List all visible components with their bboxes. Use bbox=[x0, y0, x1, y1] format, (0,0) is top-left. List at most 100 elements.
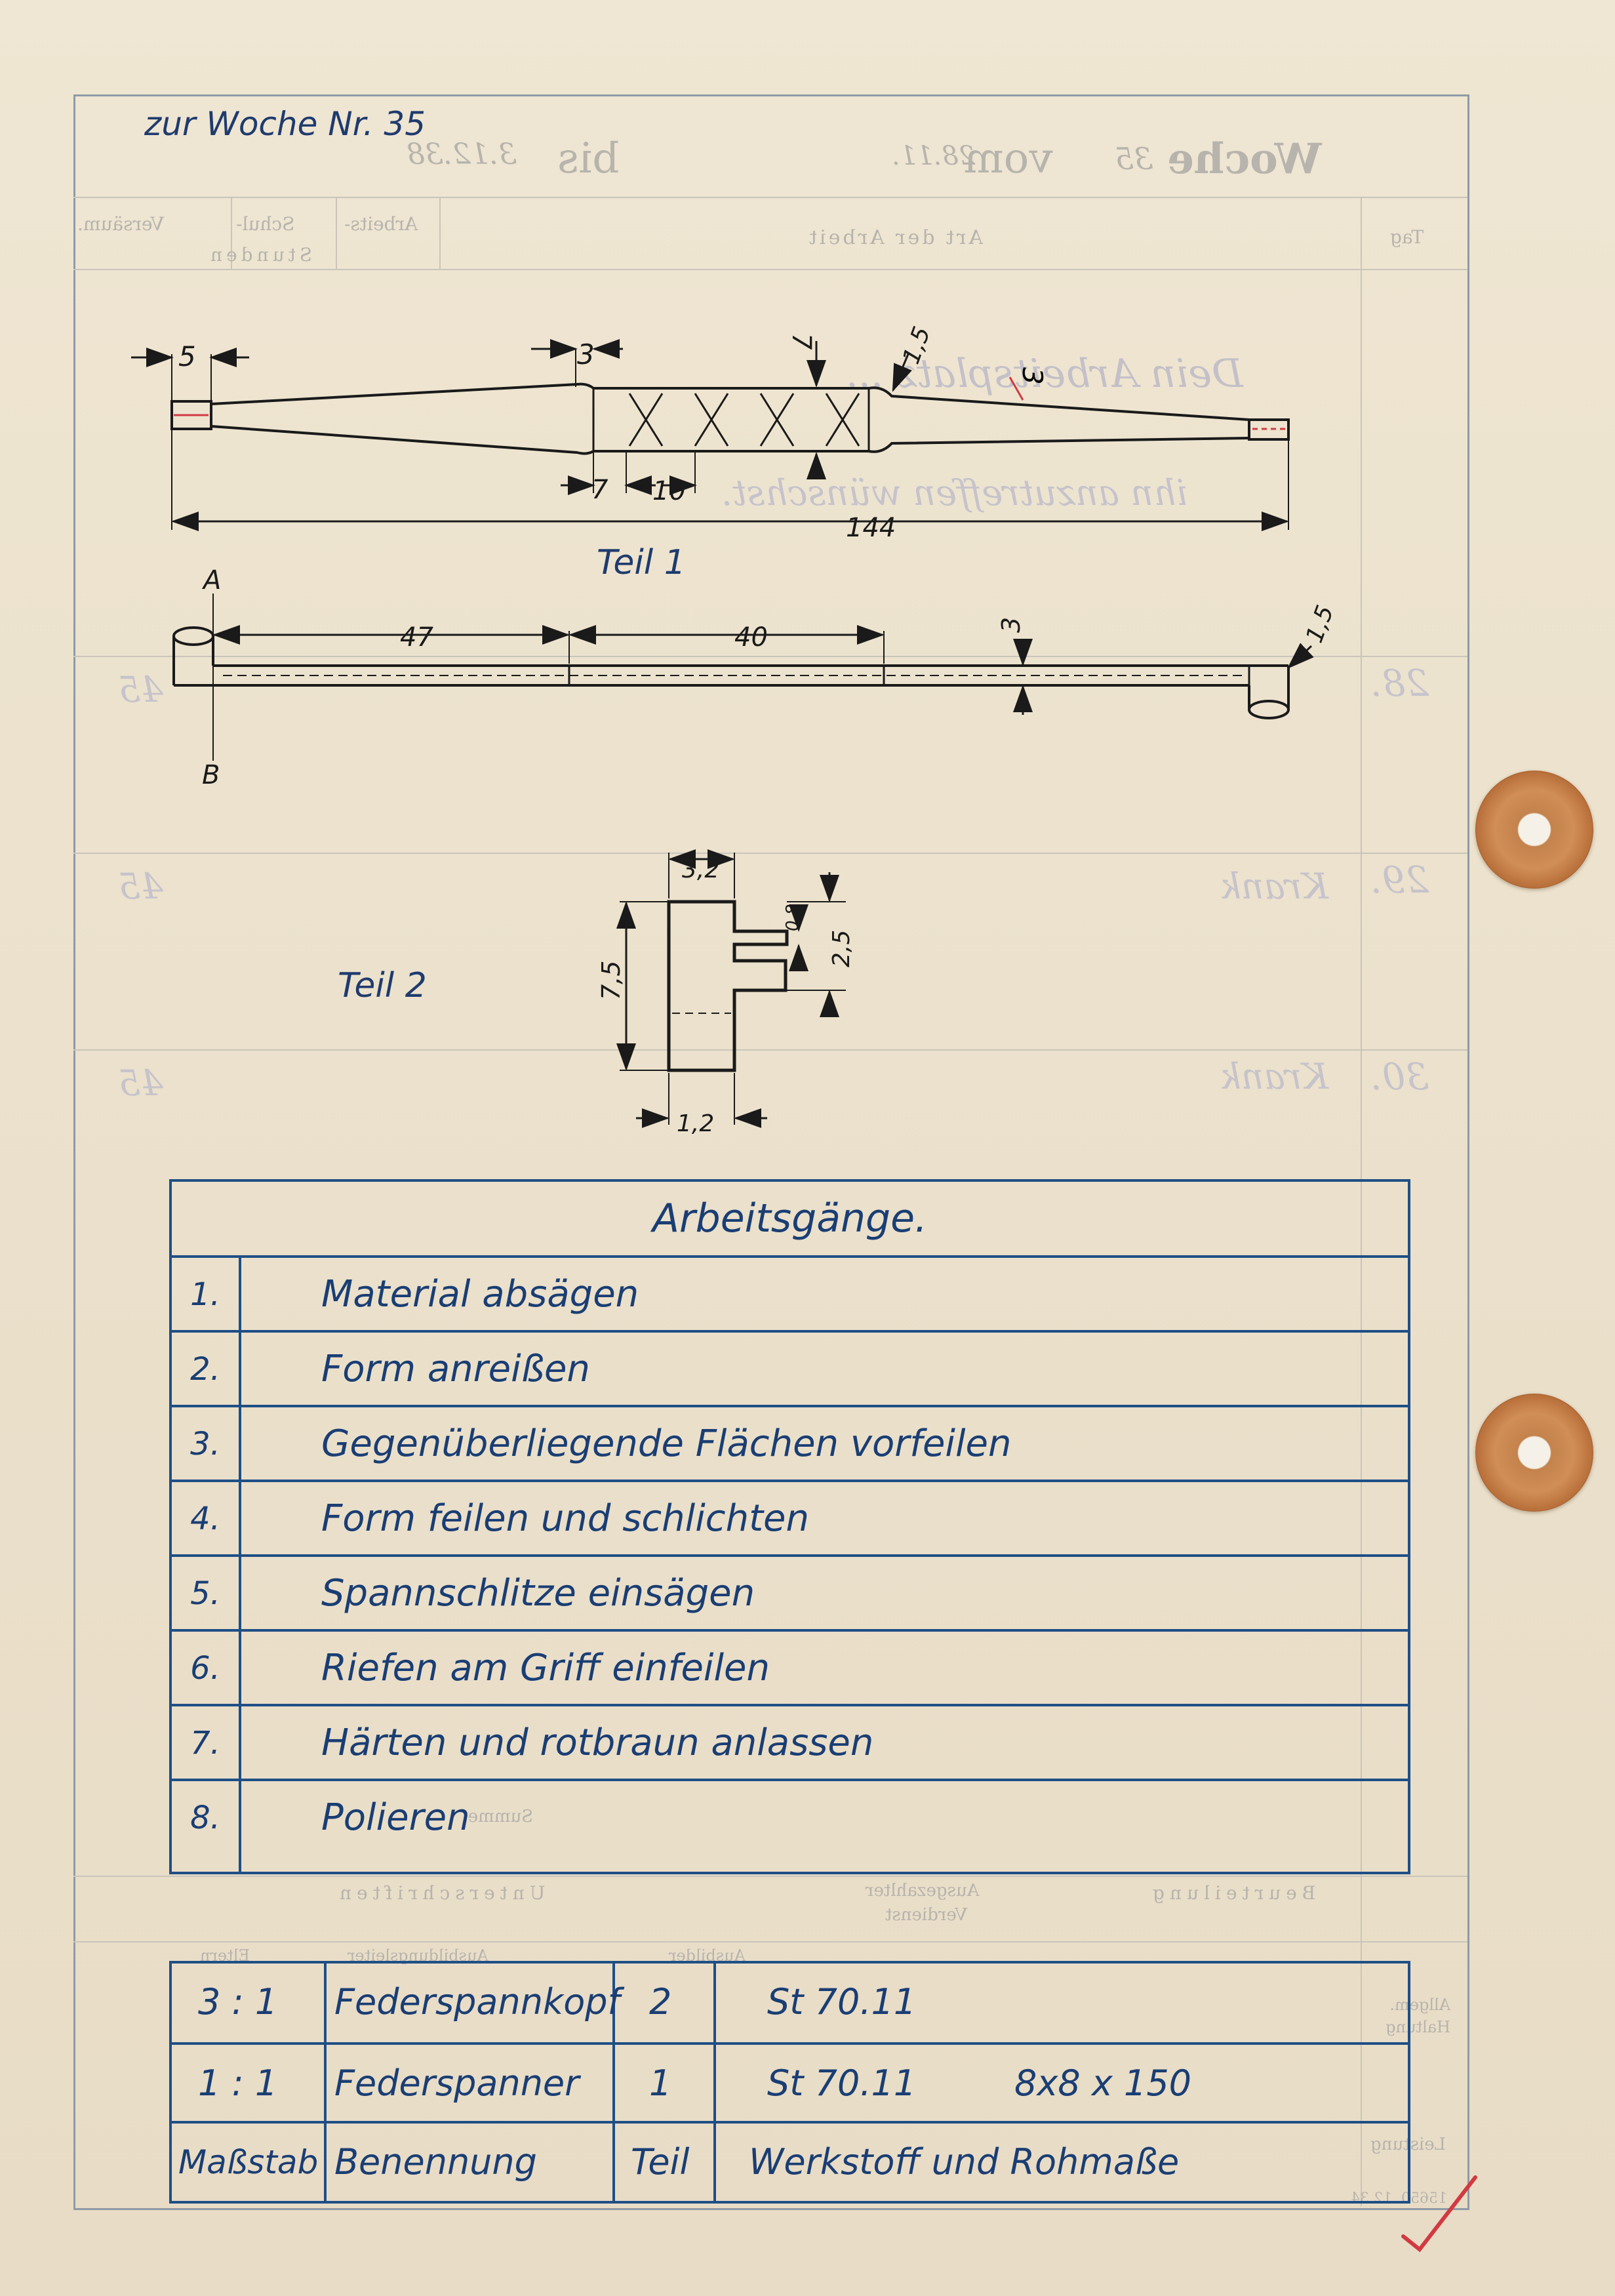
part-material: St 70.11 bbox=[767, 1981, 917, 2023]
header-name: Benennung bbox=[334, 2141, 537, 2183]
dim-label: 7 bbox=[786, 333, 816, 350]
form-frame bbox=[73, 94, 1469, 2210]
operation-text: Material absägen bbox=[321, 1273, 639, 1316]
ghost-rule bbox=[73, 197, 1467, 198]
ghost-column-line bbox=[1361, 197, 1362, 2206]
teil1-end-cylinder-bottom bbox=[1248, 700, 1290, 719]
ghost-column-line bbox=[439, 197, 441, 269]
table-header-row: Maßstab Benennung Teil Werkstoff und Roh… bbox=[172, 2121, 1408, 2201]
dim-label: 3 bbox=[997, 617, 1026, 633]
operation-text: Riefen am Griff einfeilen bbox=[321, 1647, 770, 1689]
teil1-knurl-mark bbox=[628, 393, 664, 447]
ghost-column-line bbox=[336, 197, 337, 269]
operations-table: Arbeitsgänge. 1. Material absägen 2. For… bbox=[169, 1179, 1410, 1874]
part-material: St 70.11 bbox=[767, 2063, 917, 2104]
operation-text: Form feilen und schlichten bbox=[321, 1497, 809, 1540]
teil1-upper-contour bbox=[210, 382, 1250, 421]
parts-list-table: 3 : 1 Federspannkopf 2 St 70.11 1 : 1 Fe… bbox=[169, 1961, 1410, 2204]
operation-number: 4. bbox=[172, 1482, 241, 1557]
week-note: zur Woche Nr. 35 bbox=[144, 105, 426, 143]
ghost-rule bbox=[73, 1049, 1467, 1051]
ghost-column-line bbox=[231, 197, 232, 269]
ghost-unterschriften: Unterschriften bbox=[334, 1882, 546, 1904]
operation-text: Polieren bbox=[321, 1796, 470, 1839]
table-row: 1. Material absägen bbox=[172, 1255, 1408, 1333]
teil1-side-view bbox=[172, 594, 1314, 761]
section-label-b: B bbox=[202, 760, 220, 790]
table-row: 4. Form feilen und schlichten bbox=[172, 1480, 1408, 1557]
table-row: 3 : 1 Federspannkopf 2 St 70.11 bbox=[172, 1964, 1408, 2042]
column-divider bbox=[324, 1964, 327, 2201]
table-row: 2. Form anreißen bbox=[172, 1330, 1408, 1407]
ghost-rule bbox=[73, 656, 1467, 657]
column-divider bbox=[612, 1964, 615, 2201]
teil2-view bbox=[616, 849, 846, 1128]
dim-label: 0,8 bbox=[783, 904, 803, 931]
dim-label: 1,2 bbox=[677, 1110, 714, 1137]
dim-label: 10 bbox=[652, 476, 686, 506]
operation-number: 6. bbox=[172, 1632, 241, 1706]
punch-hole-ring bbox=[1475, 771, 1593, 889]
teil1-knurl-mark bbox=[825, 393, 860, 447]
column-divider bbox=[713, 1964, 716, 2201]
table-row: 1 : 1 Federspanner 1 St 70.11 8x8 x 150 bbox=[172, 2042, 1408, 2124]
teil1-end-cylinder-top bbox=[172, 626, 214, 646]
ghost-rule bbox=[73, 1941, 1467, 1943]
dim-label: 3,2 bbox=[682, 856, 719, 883]
dim-label: 5 bbox=[178, 340, 196, 373]
teil2-profile bbox=[667, 900, 789, 1072]
operations-title: Arbeitsgänge. bbox=[652, 1196, 928, 1241]
technical-drawing: 5 3 7 1,5 3 7 10 144 Teil 1 A B 47 40 3 … bbox=[131, 323, 1339, 1137]
operation-number: 8. bbox=[172, 1781, 241, 1872]
part-number: 1 bbox=[649, 2063, 672, 2104]
ghost-ausgezahlter: Ausgezahlter bbox=[866, 1881, 980, 1901]
table-row: 7. Härten und rotbraun anlassen bbox=[172, 1704, 1408, 1781]
operation-text: Form anreißen bbox=[321, 1348, 590, 1390]
punch-hole-ring bbox=[1475, 1394, 1593, 1512]
part-scale: 1 : 1 bbox=[198, 2063, 278, 2104]
part-number: 2 bbox=[649, 1981, 672, 2023]
header-part: Teil bbox=[631, 2141, 690, 2183]
part-name: Federspanner bbox=[334, 2063, 580, 2104]
operation-text: Spannschlitze einsägen bbox=[321, 1572, 755, 1615]
table-row: 6. Riefen am Griff einfeilen bbox=[172, 1629, 1408, 1706]
dim-label: 40 bbox=[734, 622, 768, 653]
dim-label: 47 bbox=[400, 622, 433, 653]
part-dims: 8x8 x 150 bbox=[1014, 2063, 1192, 2104]
operation-number: 2. bbox=[172, 1333, 241, 1407]
ghost-rule bbox=[73, 269, 1467, 270]
dim-label: 2,5 bbox=[828, 930, 855, 967]
dim-arrow bbox=[1286, 643, 1314, 670]
header-scale: Maßstab bbox=[178, 2143, 319, 2181]
teil1-knurl-mark bbox=[694, 393, 729, 447]
dim-arrow bbox=[892, 353, 912, 392]
red-check-mark bbox=[1401, 2175, 1477, 2253]
dim-label-red: 3 bbox=[1016, 367, 1048, 385]
operation-text: Gegenüberliegende Flächen vorfeilen bbox=[321, 1422, 1012, 1465]
operation-number: 3. bbox=[172, 1407, 241, 1482]
dim-label: 144 bbox=[846, 513, 896, 543]
table-row: 8. Polieren bbox=[172, 1779, 1408, 1872]
teil1-knurl-mark bbox=[759, 393, 795, 447]
part-scale: 3 : 1 bbox=[198, 1981, 278, 2023]
teil1-top-view bbox=[131, 339, 1290, 531]
dim-label: 7 bbox=[591, 475, 608, 505]
operation-text: Härten und rotbraun anlassen bbox=[321, 1722, 874, 1764]
teil1-label: Teil 1 bbox=[597, 543, 686, 582]
operation-number: 5. bbox=[172, 1557, 241, 1632]
operation-number: 7. bbox=[172, 1706, 241, 1781]
teil1-lower-contour bbox=[210, 425, 1250, 455]
section-label-a: A bbox=[201, 565, 221, 595]
ghost-beurteilung: Beurteilung bbox=[1147, 1882, 1316, 1904]
teil2-label: Teil 2 bbox=[338, 966, 427, 1005]
ghost-verdienst: Verdienst bbox=[885, 1905, 968, 1925]
teil1-red-mark bbox=[1008, 376, 1024, 401]
header-material: Werkstoff und Rohmaße bbox=[749, 2141, 1180, 2183]
dim-label: 1,5 bbox=[1301, 602, 1339, 647]
table-row: 5. Spannschlitze einsägen bbox=[172, 1554, 1408, 1632]
dim-label: 3 bbox=[577, 338, 595, 371]
operation-number: 1. bbox=[172, 1258, 241, 1333]
part-name: Federspannkopf bbox=[334, 1981, 620, 2023]
dim-label: 7,5 bbox=[597, 961, 626, 1000]
ghost-rule bbox=[73, 1876, 1467, 1877]
